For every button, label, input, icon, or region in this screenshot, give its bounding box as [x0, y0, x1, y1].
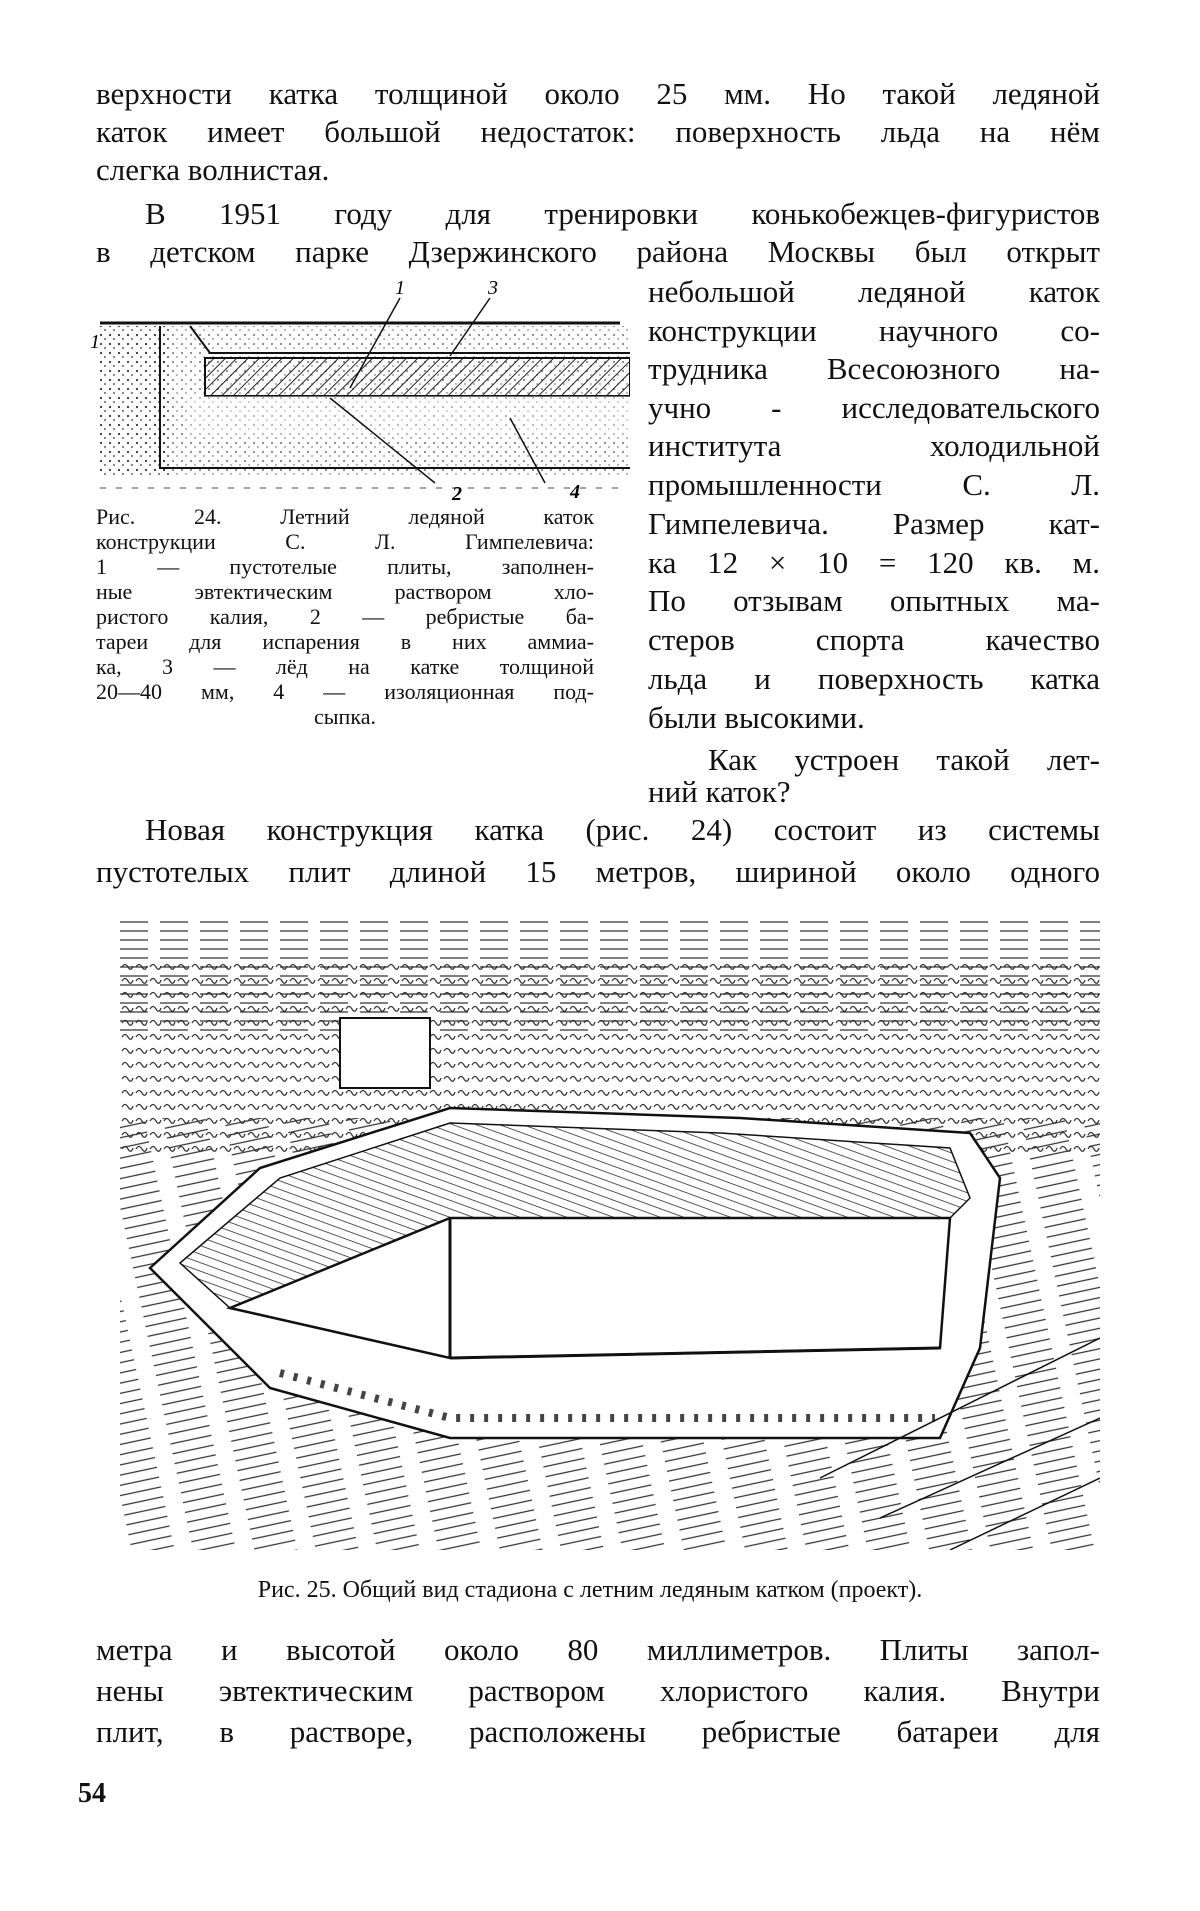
text-line: были высокими. — [648, 700, 1100, 736]
text-line: плит, в растворе, расположены ребристые … — [96, 1714, 1100, 1750]
text-line: льда и поверхность катка — [648, 661, 1100, 697]
text-line: в детском парке Дзержинского района Моск… — [96, 234, 1100, 270]
figure-25-caption: Рис. 25. Общий вид стадиона с летним лед… — [110, 1578, 1070, 1603]
figure-24-cross-section: 1 3 2 4 1 — [90, 278, 630, 503]
text-line: небольшой ледяной каток — [648, 274, 1100, 310]
fig24-label-3: 3 — [487, 278, 498, 299]
figure-24-caption-line: ка, 3 — лёд на катке толщиной — [96, 655, 594, 680]
figure-24-caption-line: Рис. 24. Летний ледяной каток — [96, 505, 594, 530]
text-line: стеров спорта качество — [648, 622, 1100, 658]
figure-25-stadium-illustration — [120, 918, 1100, 1550]
page-number: 54 — [78, 1778, 106, 1810]
figure-24-caption-line: ные эвтектическим раствором хло- — [96, 580, 594, 605]
fig24-label-4: 4 — [569, 481, 580, 503]
figure-24-caption-line: сыпка. — [96, 705, 594, 730]
text-line: трудника Всесоюзного на- — [648, 351, 1100, 387]
text-line: ка 12 × 10 = 120 кв. м. — [648, 545, 1100, 581]
text-line: Гимпелевича. Размер кат- — [648, 506, 1100, 542]
text-line: По отзывам опытных ма- — [648, 583, 1100, 619]
figure-24-caption-line: ристого калия, 2 — ребристые ба- — [96, 605, 594, 630]
text-line: слегка волнистая. — [96, 152, 1100, 188]
text-line: учно - исследовательского — [648, 390, 1100, 426]
text-line: института холодильной — [648, 428, 1100, 464]
text-line: метра и высотой около 80 миллиметров. Пл… — [96, 1632, 1100, 1668]
figure-24-caption-line: тареи для испарения в них аммиа- — [96, 630, 594, 655]
text-line: нены эвтектическим раствором хлористого … — [96, 1673, 1100, 1709]
figure-24-caption-line: конструкции С. Л. Гимпелевича: — [96, 530, 594, 555]
text-line: конструкции научного со- — [648, 313, 1100, 349]
fig24-label-1-left: 1 — [90, 331, 100, 353]
text-line: промышленности С. Л. — [648, 467, 1100, 503]
text-line: В 1951 году для тренировки конькобежцев-… — [145, 196, 1100, 232]
figure-24-caption-line: 20—40 мм, 4 — изоляционная под- — [96, 680, 594, 705]
text-line: Как устроен такой лет- — [708, 742, 1100, 778]
text-line: пустотелых плит длиной 15 метров, ширино… — [96, 854, 1100, 890]
text-line: Новая конструкция катка (рис. 24) состои… — [145, 812, 1100, 848]
fig24-label-2: 2 — [451, 483, 462, 503]
text-line: ний каток? — [648, 774, 1100, 810]
figure-24-caption-line: 1 — пустотелые плиты, заполнен- — [96, 555, 594, 580]
text-line: верхности катка толщиной около 25 мм. Но… — [96, 76, 1100, 112]
text-line: каток имеет большой недостаток: поверхно… — [96, 114, 1100, 150]
fig24-label-1: 1 — [395, 278, 405, 299]
